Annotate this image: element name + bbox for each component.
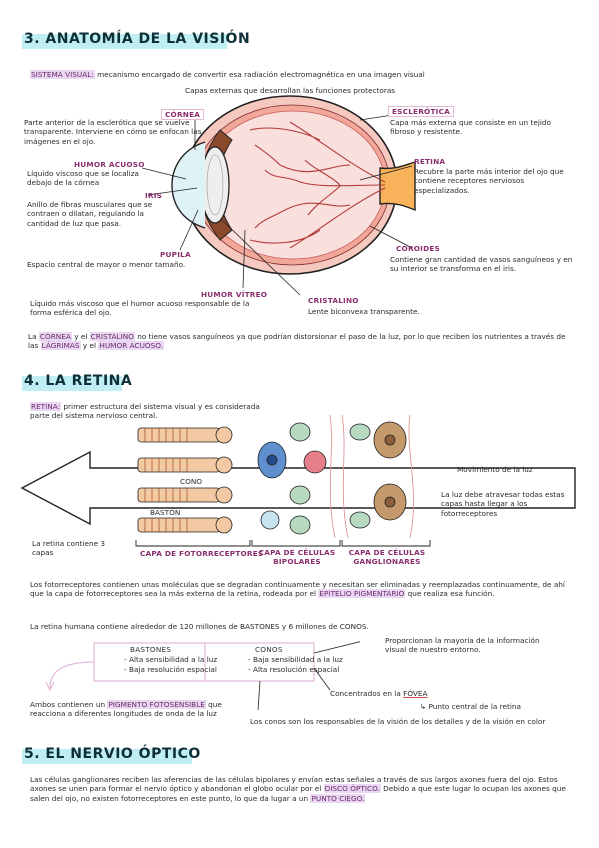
section-3-title: 3. ANATOMÍA DE LA VISIÓN <box>24 31 251 47</box>
humor-acuoso-text: Líquido viscoso que se localiza debajo d… <box>27 169 140 188</box>
retina-count-text: La retina humana contiene alrededor de 1… <box>30 622 369 631</box>
cornea-note: La CÓRNEA y el CRISTALINO no tiene vasos… <box>28 332 573 351</box>
note-part-a: La <box>28 332 37 341</box>
fovea-term: FÓVEA <box>403 689 428 698</box>
fotorreceptores-text: Los fotorreceptores contienen unas moléc… <box>30 580 565 599</box>
concentrados-text: Concentrados en la <box>330 689 401 698</box>
cristalino-text: Lente biconvexa transparente. <box>308 307 420 316</box>
section-4-highlight <box>22 376 122 391</box>
cornea-label: CÓRNEA <box>161 109 205 120</box>
pupila-label: PUPILA <box>160 250 191 259</box>
section-3-highlight <box>22 34 227 49</box>
retina-term: RETINA: <box>30 402 62 411</box>
note-cristalino: CRISTALINO <box>89 332 135 341</box>
conos-item-2: - Alta resolución espacial <box>248 665 340 674</box>
pigmento-term: PIGMENTO FOTOSENSIBLE <box>107 700 206 709</box>
outer-layers-caption: Capas externas que desarrollan las funci… <box>185 86 396 95</box>
punto-central-text: ↳ Punto central de la retina <box>420 702 521 711</box>
conos-responsables: Los conos son los responsables de la vis… <box>250 717 546 726</box>
bipolar-cells <box>257 422 327 535</box>
axon-lines <box>329 414 414 539</box>
coroides-label: COROIDES <box>396 244 440 253</box>
photoreceptors <box>137 426 233 534</box>
concentrados-line: Concentrados en la FÓVEA <box>330 689 428 698</box>
bastones-item-2: - Baja resolución espacial <box>124 665 217 674</box>
baston-label: BASTÓN <box>150 508 181 517</box>
layer-brackets <box>135 540 431 547</box>
humor-acuoso-label: HUMOR ACUOSO <box>74 160 145 169</box>
retina-illustration <box>20 414 576 547</box>
cornea-text: Parte anterior de la esclerótica que se … <box>24 118 202 146</box>
epitelio-pigmentario: EPITELIO PIGMENTARIO <box>318 589 406 599</box>
coroides-text: Contiene gran cantidad de vasos sanguíne… <box>390 255 573 274</box>
note-lagrimas: LÁGRIMAS <box>40 341 81 351</box>
debe-atravesar: La luz debe atravesar todas estas capas … <box>441 490 565 518</box>
disco-optico: DISCO ÓPTICO. <box>323 784 381 794</box>
retina-text: Recubre la parte más interior del ojo qu… <box>414 167 564 195</box>
cornea-shape <box>171 141 206 229</box>
note-part-c: no tiene vasos sanguíneos ya que podrían… <box>28 332 566 351</box>
sistema-visual-term: SISTEMA VISUAL: <box>30 70 95 79</box>
nervio-paragraph: Las células ganglionares reciben las afe… <box>30 775 575 803</box>
ganglion-cells <box>349 421 407 529</box>
punto-central-label: Punto central de la retina <box>428 702 521 711</box>
note-part-b: y el <box>74 332 88 341</box>
iris-label: IRIS <box>145 191 163 200</box>
iris-text: Anillo de fibras musculares que se contr… <box>27 200 153 228</box>
ambos-paragraph: Ambos contienen un PIGMENTO FOTOSENSIBLE… <box>30 700 225 719</box>
ambos-text: Ambos contienen un <box>30 700 106 709</box>
cristalino-label: CRISTALINO <box>308 296 359 305</box>
pointer-lines <box>141 111 413 296</box>
section-5-highlight <box>22 749 192 764</box>
proporcionan-text: Proporcionan la mayoría de la informació… <box>385 636 540 655</box>
sistema-visual-line: SISTEMA VISUAL: mecanismo encargado de c… <box>30 70 530 79</box>
cono-label: CONO <box>180 477 203 486</box>
humor-vitreo-text: Líquido más viscoso que el humor acuoso … <box>30 299 250 318</box>
retina-label: RETINA <box>414 157 446 166</box>
conos-item-1: - Baja sensibilidad a la luz <box>248 655 343 664</box>
capa-ganglionares: CAPA DE CÉLULAS GANGLIONARES <box>348 548 426 566</box>
nervio-text-2: Debido a que este lugar lo ocupan los ax… <box>30 784 566 803</box>
eye-illustration <box>141 95 416 296</box>
bastones-item-1: - Alta sensibilidad a la luz <box>124 655 218 664</box>
retina-intro-text: primer estructura del sistema visual y e… <box>30 402 260 421</box>
esclerotica-text: Capa más externa que consiste en un teji… <box>390 118 551 137</box>
blood-vessels <box>249 121 386 249</box>
punto-ciego: PUNTO CIEGO. <box>310 793 366 803</box>
capa-fotorreceptores: CAPA DE FOTORRECEPTORES <box>140 549 264 558</box>
section-4-title: 4. LA RETINA <box>24 373 133 389</box>
optic-nerve-shape <box>379 161 416 212</box>
retina-intro: RETINA: primer estructura del sistema vi… <box>30 402 260 421</box>
movimiento-label: Movimiento de la luz <box>457 465 533 474</box>
pupila-text: Espacio central de mayor o menor tamaño. <box>27 260 186 269</box>
bastones-conos-box <box>45 641 360 711</box>
bastones-title: BASTONES <box>130 645 172 654</box>
note-part-d: y el <box>82 341 97 351</box>
section-5-title: 5. EL NERVIO ÓPTICO <box>24 746 201 762</box>
fotorreceptores-paragraph: Los fotorreceptores contienen unas moléc… <box>30 580 575 599</box>
capa-bipolares: CAPA DE CÉLULAS BIPOLARES <box>258 548 336 566</box>
ambos-end: que reacciona a diferentes longitudes de… <box>30 700 222 719</box>
note-cornea: CÓRNEA <box>38 332 72 341</box>
sistema-visual-text: mecanismo encargado de convertir esa rad… <box>97 70 425 79</box>
humor-vitreo-label: HUMOR VÍTREO <box>201 290 268 299</box>
lens-shape <box>200 146 230 224</box>
fotorreceptores-end: que realiza esa función. <box>407 589 495 599</box>
retina-contiene: La retina contiene 3 capas <box>32 539 106 558</box>
nervio-text-1: Las células ganglionares reciben las afe… <box>30 775 558 794</box>
conos-title: CONOS <box>255 645 283 654</box>
esclerotica-label: ESCLERÓTICA <box>388 106 454 117</box>
note-humor: HUMOR ACUOSO. <box>98 341 165 351</box>
